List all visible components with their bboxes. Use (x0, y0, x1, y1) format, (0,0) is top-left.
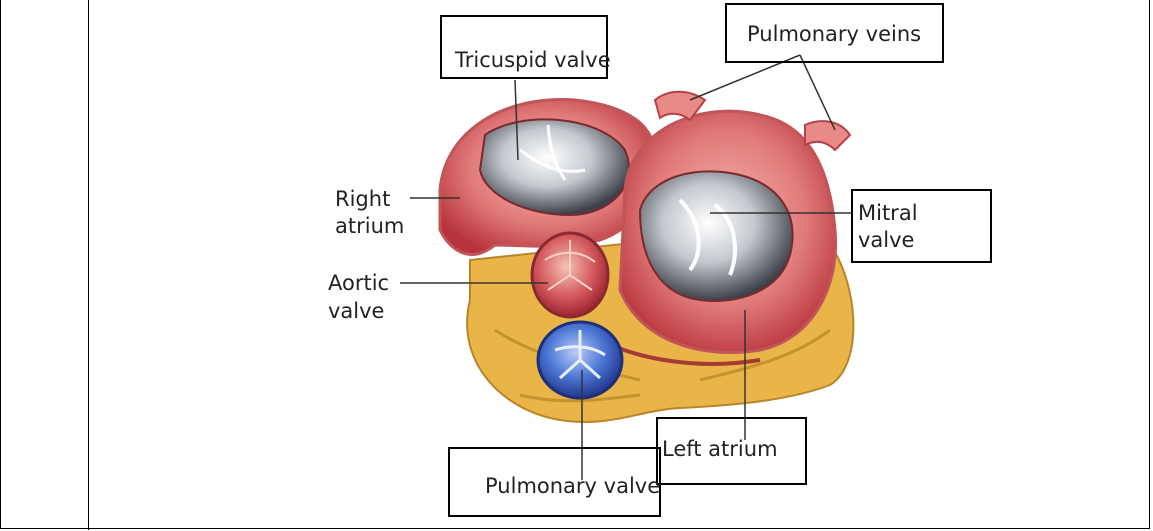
aortic-valve-label-line2: valve (328, 298, 384, 324)
mitral-valve-label-line1: Mitral (858, 200, 918, 226)
tricuspid-valve-label: Tricuspid valve (455, 47, 611, 73)
mitral-valve-label-line2: valve (858, 227, 914, 253)
aortic-valve-label-line1: Aortic (328, 270, 389, 296)
right-atrium-label-line2: atrium (335, 213, 404, 239)
pulmonary-vein-right (805, 121, 850, 150)
leader-pulmonary-vein-b (800, 55, 835, 130)
pulmonary-valve-label: Pulmonary valve (485, 473, 660, 499)
pulmonary-veins-label: Pulmonary veins (747, 21, 921, 47)
right-atrium-label-line1: Right (335, 186, 390, 212)
left-atrium-label: Left atrium (662, 436, 778, 462)
